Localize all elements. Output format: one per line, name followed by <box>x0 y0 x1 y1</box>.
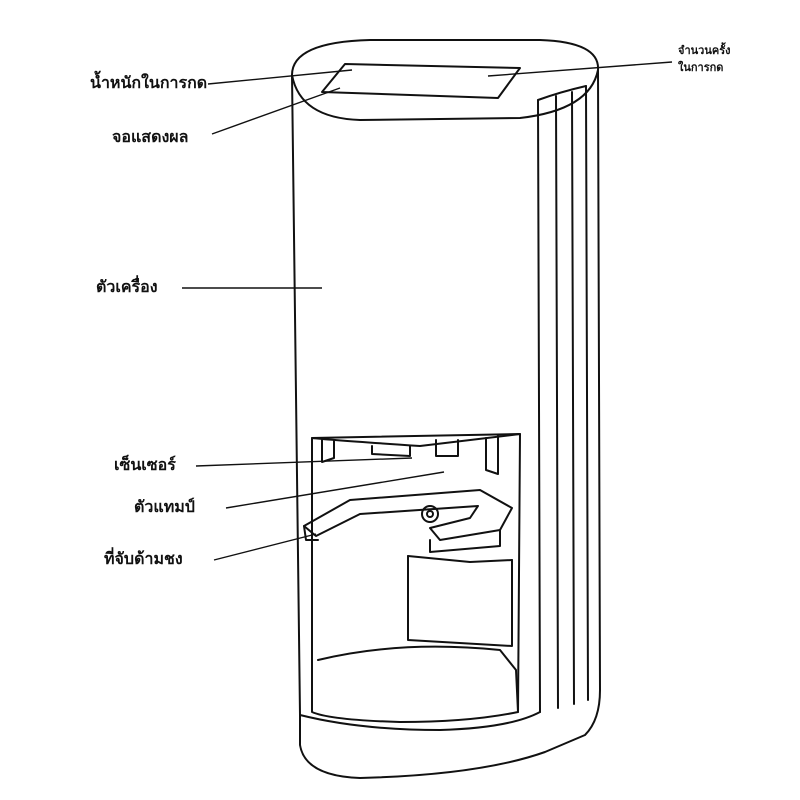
label-press-count-line2: ในการกด <box>678 61 724 74</box>
label-press-count-line1: จำนวนครั้ง <box>678 44 731 57</box>
machine-body-outline <box>291 39 601 779</box>
window-opening <box>311 433 521 723</box>
label-portafilter-holder: ที่จับด้ามชง <box>104 549 183 568</box>
leader-portafilter-holder <box>213 533 317 561</box>
label-display: จอแสดงผล <box>112 127 189 146</box>
leader-sensor <box>195 457 413 467</box>
display-panel <box>321 63 521 99</box>
top-rim <box>291 69 599 121</box>
sensor-block <box>321 439 335 463</box>
label-press-weight: น้ำหนักในการกด <box>90 73 208 92</box>
tamper-arm <box>303 489 513 541</box>
leader-press-weight <box>207 69 353 85</box>
label-press-count: จำนวนครั้ง ในการกด <box>678 42 730 76</box>
leader-press-count <box>487 61 673 77</box>
side-column <box>537 85 589 713</box>
label-sensor: เซ็นเซอร์ <box>114 455 176 474</box>
drip-base <box>317 645 519 713</box>
label-tamper: ตัวแทมป์ <box>134 497 195 516</box>
portafilter-holder-block <box>407 555 513 647</box>
leader-display <box>211 87 341 135</box>
leader-tamper <box>225 471 445 509</box>
label-body: ตัวเครื่อง <box>96 277 158 296</box>
